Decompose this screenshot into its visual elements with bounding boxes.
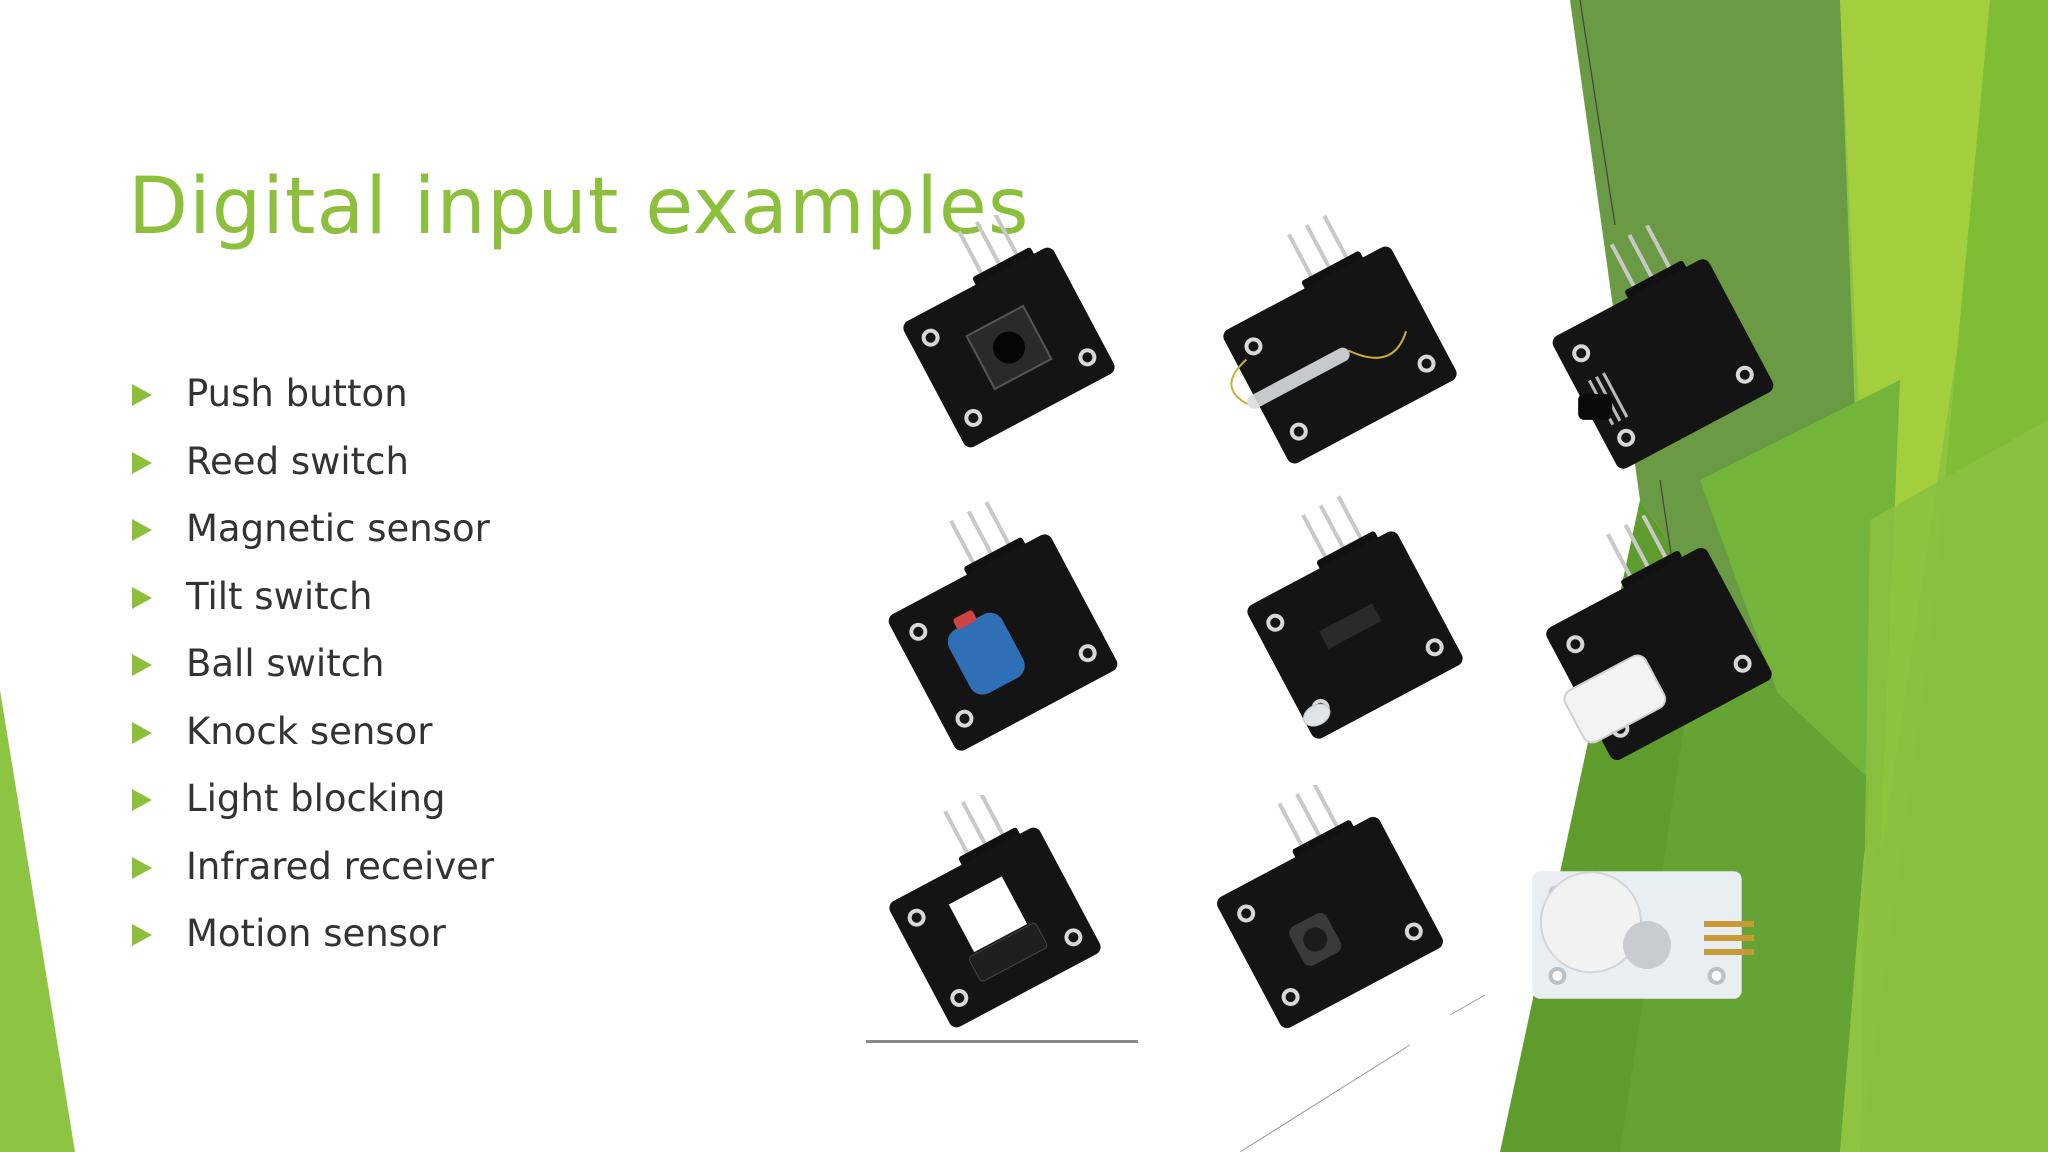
ball-switch-module-image <box>1230 495 1480 755</box>
knock-sensor-module-image <box>1525 515 1793 773</box>
bullet-text: Infrared receiver <box>186 844 495 888</box>
bullet-text: Ball switch <box>186 642 385 685</box>
bullet-text: Light blocking <box>186 777 446 820</box>
divider-line <box>866 1040 1138 1043</box>
infrared-receiver-module-image <box>1195 785 1465 1040</box>
light-blocking-module-image <box>870 795 1120 1040</box>
magnetic-sensor-module-image <box>1533 225 1793 483</box>
bullet-arrow-icon <box>132 924 152 946</box>
bullet-text: Tilt switch <box>186 574 373 618</box>
bullet-arrow-icon <box>132 451 152 474</box>
slide-title: Digital input examples <box>128 162 1030 253</box>
tilt-switch-module-image <box>868 500 1138 765</box>
bullet-text: Push button <box>186 372 408 415</box>
motion-sensor-module-image <box>1483 815 1791 1035</box>
knock-sensor-module-drawing <box>1546 515 1772 761</box>
reed-switch-module-drawing <box>1223 215 1457 464</box>
bullet-arrow-icon <box>132 721 152 744</box>
bullet-arrow-icon <box>132 789 152 811</box>
ball-switch-module-drawing <box>1247 495 1463 739</box>
push-button-module-image <box>884 215 1134 460</box>
bullet-arrow-icon <box>132 384 152 406</box>
reed-switch-module-image <box>1200 215 1480 475</box>
bullet-text: Magnetic sensor <box>186 507 490 550</box>
infrared-receiver-module-drawing <box>1217 785 1443 1029</box>
bullet-text: Knock sensor <box>186 709 433 753</box>
bullet-arrow-icon <box>132 856 152 879</box>
motion-sensor-module-drawing <box>1532 871 1755 999</box>
bullet-arrow-icon <box>132 519 152 541</box>
tilt-switch-module-drawing <box>888 501 1118 751</box>
bullet-text: Reed switch <box>186 439 409 483</box>
light-blocking-module-drawing <box>889 795 1101 1028</box>
bullet-arrow-icon <box>132 586 152 609</box>
magnetic-sensor-module-drawing <box>1552 225 1774 469</box>
push-button-module-drawing <box>903 215 1115 448</box>
bullet-text: Motion sensor <box>186 912 446 955</box>
bullet-arrow-icon <box>132 654 152 676</box>
